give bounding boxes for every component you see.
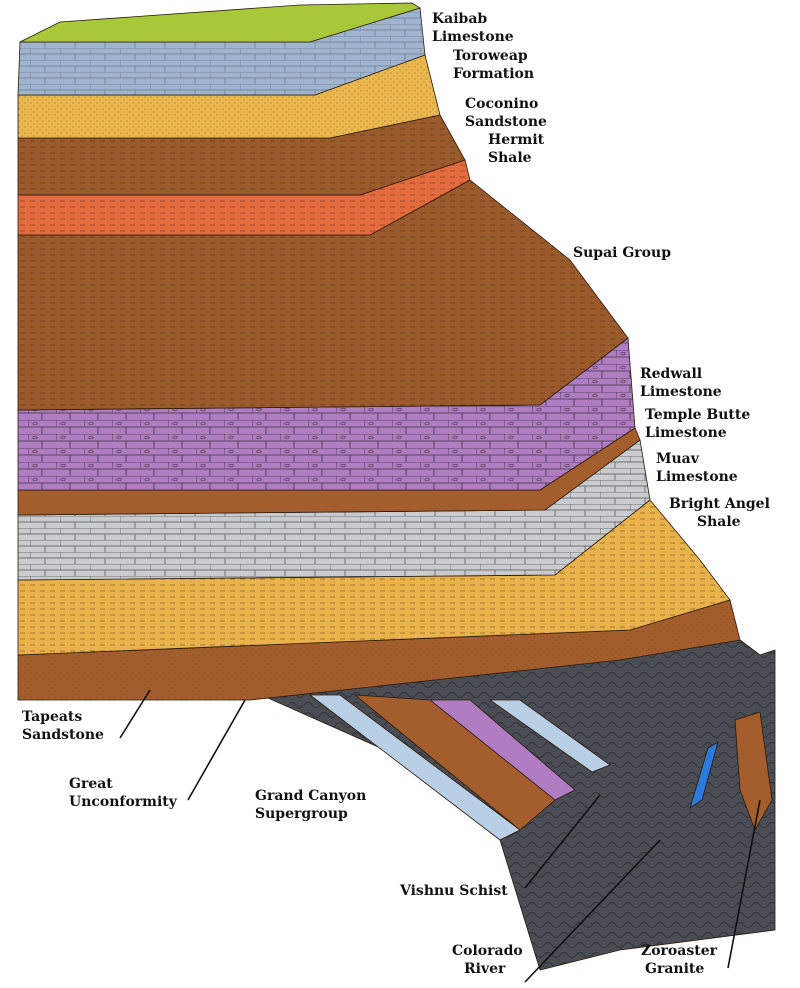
leader-lines — [119, 689, 761, 983]
zoroaster-granite-dike — [734, 711, 773, 831]
supergroup-pale-band — [488, 699, 611, 773]
label-vishnu-schist: Vishnu Schist — [400, 883, 508, 899]
supergroup-brown-band — [353, 694, 556, 831]
label-supai-group: Supai Group — [573, 245, 671, 261]
plateau-surface — [19, 2, 421, 43]
colorado-river — [689, 741, 719, 809]
